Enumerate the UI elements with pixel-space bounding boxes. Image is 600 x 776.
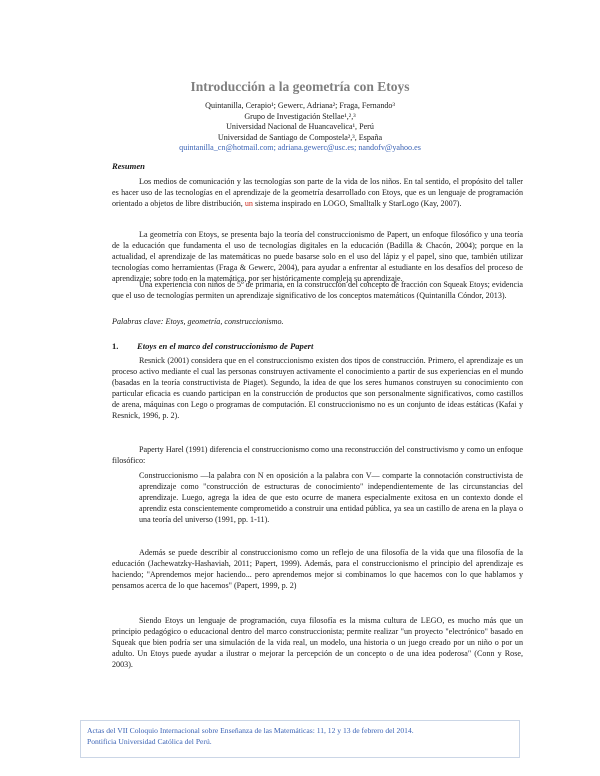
- section-1-p4-text: Siendo Etoys un lenguaje de programación…: [112, 616, 523, 669]
- affiliation-1: Universidad Nacional de Huancavelica¹, P…: [226, 122, 374, 132]
- author-block: Quintanilla, Cerapio¹; Gewerc, Adriana²;…: [0, 101, 600, 154]
- research-group: Grupo de Investigación Stellae¹,²,³: [244, 111, 356, 121]
- section-1-p3-text: Además se puede describir al construccio…: [112, 548, 523, 590]
- abstract-p1-text-b: sistema inspirado en LOGO, Smalltalk y S…: [252, 198, 462, 208]
- section-1-p2-text: Paperty Harel (1991) diferencia el const…: [112, 445, 523, 465]
- abstract-p2-text: La geometría con Etoys, se presenta bajo…: [112, 230, 523, 283]
- abstract-p3-text: Una experiencia con niños de 5º de prima…: [112, 280, 523, 300]
- affiliation-2: Universidad de Santiago de Compostela²,³…: [217, 132, 383, 142]
- section-1-number: 1.: [112, 341, 119, 351]
- section-1-title: Etoys en el marco del construccionismo d…: [137, 341, 314, 351]
- section-1-paragraph-2: Paperty Harel (1991) diferencia el const…: [112, 445, 523, 467]
- abstract-p1-highlight: un: [244, 198, 253, 208]
- section-1-paragraph-4: Siendo Etoys un lenguaje de programación…: [112, 616, 523, 671]
- block-quote: Construccionismo —la palabra con N en op…: [139, 471, 523, 526]
- section-1-p1-text: Resnick (2001) considera que en el const…: [112, 356, 523, 420]
- abstract-paragraph-1: Los medios de comunicación y las tecnolo…: [112, 177, 523, 210]
- keywords: Palabras clave: Etoys, geometría, constr…: [112, 317, 284, 326]
- abstract-paragraph-3: Una experiencia con niños de 5º de prima…: [112, 280, 523, 302]
- abstract-p1-text-a: Los medios de comunicación y las tecnolo…: [112, 177, 523, 208]
- author-emails[interactable]: quintanilla_cn@hotmail.com; adriana.gewe…: [179, 143, 421, 153]
- footer-line-1: Actas del VII Coloquio Internacional sob…: [87, 726, 414, 735]
- author-names: Quintanilla, Cerapio¹; Gewerc, Adriana²;…: [205, 101, 395, 110]
- section-1-paragraph-1: Resnick (2001) considera que en el const…: [112, 356, 523, 421]
- block-quote-text: Construccionismo —la palabra con N en op…: [139, 471, 523, 524]
- section-1-heading: 1. Etoys en el marco del construccionismo…: [112, 341, 313, 351]
- paper-title: Introducción a la geometría con Etoys: [190, 79, 410, 94]
- footer-line-2: Pontificia Universidad Católica del Perú…: [87, 736, 212, 746]
- proceedings-footer: Actas del VII Coloquio Internacional sob…: [80, 720, 520, 758]
- abstract-paragraph-2: La geometría con Etoys, se presenta bajo…: [112, 230, 523, 285]
- section-1-paragraph-3: Además se puede describir al construccio…: [112, 548, 523, 592]
- abstract-heading: Resumen: [112, 161, 145, 171]
